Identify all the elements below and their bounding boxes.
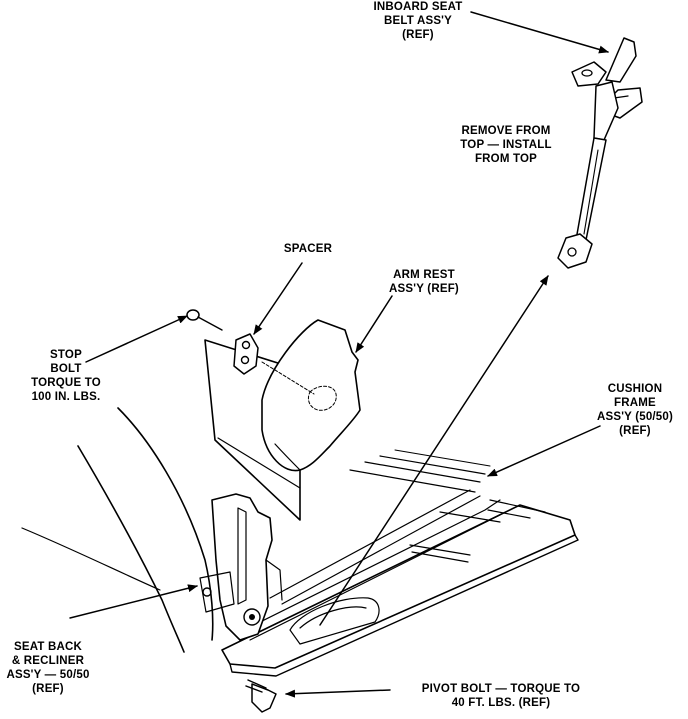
arrow-inboard (470, 11, 609, 54)
label-line: INBOARD SEAT (373, 1, 463, 13)
label-line: (REF) (32, 683, 64, 695)
arrow-stopbolt (85, 315, 188, 363)
label-seat-back-recliner: SEAT BACK & RECLINER ASS'Y — 50/50 (REF) (0, 640, 96, 696)
arm-rest (204, 319, 361, 521)
label-line: PIVOT BOLT — TORQUE TO (421, 683, 581, 695)
label-line: TOP — INSTALL (460, 139, 552, 151)
cushion-frame (221, 449, 579, 677)
label-cushion-frame: CUSHION FRAME ASS'Y (50/50) (REF) (586, 382, 684, 438)
label-line: CUSHION (607, 383, 663, 395)
label-line: BELT ASS'Y (384, 15, 452, 27)
label-stop-bolt: STOP BOLT TORQUE TO 100 IN. LBS. (20, 348, 112, 404)
label-line: BOLT (50, 363, 82, 375)
label-line: 40 FT. LBS. (REF) (451, 697, 551, 709)
label-line: ARM REST (393, 269, 455, 281)
arrow-seatback (69, 584, 198, 619)
label-line: SEAT BACK (13, 641, 83, 653)
recliner-bracket (199, 493, 283, 641)
label-line: FRAME (614, 397, 656, 409)
label-line: ASS'Y — 50/50 (6, 669, 90, 681)
label-line: 100 IN. LBS. (31, 391, 101, 403)
label-inboard-seat-belt: INBOARD SEAT BELT ASS'Y (REF) (356, 0, 480, 42)
label-line: ASS'Y (REF) (389, 283, 459, 295)
label-line: SPACER (283, 243, 333, 255)
label-line: FROM TOP (474, 153, 538, 165)
pivot-bolt (245, 679, 277, 713)
label-line: (REF) (619, 425, 651, 437)
arrow-pivot (285, 689, 391, 698)
label-arm-rest: ARM REST ASS'Y (REF) (372, 268, 476, 296)
arrow-remove (319, 275, 549, 626)
label-line: REMOVE FROM (461, 125, 551, 137)
label-pivot-bolt: PIVOT BOLT — TORQUE TO 40 FT. LBS. (REF) (396, 682, 606, 710)
label-line: (REF) (402, 29, 434, 41)
label-line: TORQUE TO (31, 377, 101, 389)
label-line: STOP (50, 349, 82, 361)
spacer-part (233, 333, 259, 375)
label-remove-from-top: REMOVE FROM TOP — INSTALL FROM TOP (444, 124, 568, 166)
stop-bolt (186, 309, 223, 331)
leader-arrows (69, 11, 609, 698)
label-spacer: SPACER (268, 242, 348, 256)
arrow-armrest (355, 295, 393, 353)
arrow-spacer (253, 262, 303, 335)
inboard-seat-belt (557, 37, 643, 269)
label-line: ASS'Y (50/50) (596, 411, 674, 423)
seat-back-outline (21, 407, 214, 653)
label-line: & RECLINER (11, 655, 85, 667)
arrow-cushion (487, 425, 601, 477)
